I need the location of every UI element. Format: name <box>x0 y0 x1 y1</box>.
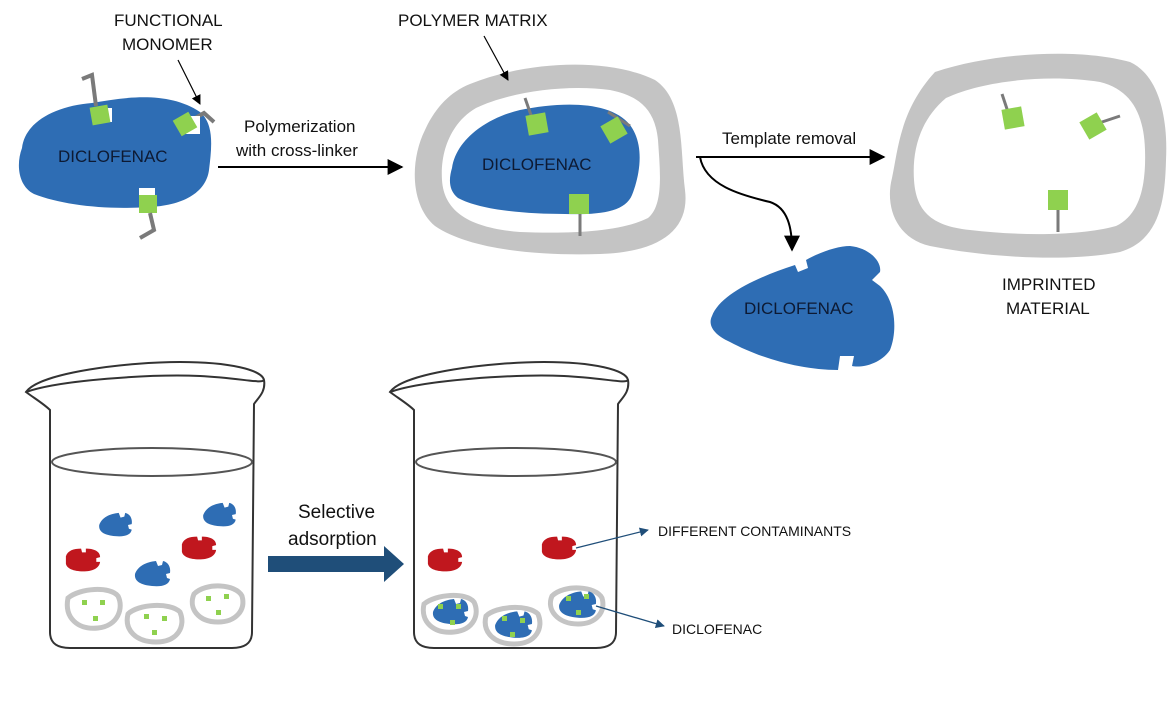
matrix-monomer-1 <box>523 97 549 136</box>
filled-imprinted-particle <box>482 605 543 647</box>
removed-template: DICLOFENAC <box>710 246 895 370</box>
beaker-after-outline <box>388 360 630 649</box>
polymerization-label-line1: Polymerization <box>244 117 356 136</box>
imprinted-label-line2: MATERIAL <box>1006 299 1090 318</box>
diclofenac-template-shape <box>18 97 212 208</box>
imprinted-site-2 <box>1079 112 1121 140</box>
template-molecule: DICLOFENAC <box>18 72 216 240</box>
beaker-before-rim <box>25 374 265 393</box>
diclofenac-molecule <box>134 561 171 587</box>
diclofenac-molecule <box>99 512 132 537</box>
diclofenac-removed-label: DICLOFENAC <box>744 299 854 318</box>
contaminant-molecule <box>181 536 217 560</box>
polymer-matrix-ring <box>414 64 686 255</box>
template-removal-label: Template removal <box>722 129 856 148</box>
polymerization-label-line2: with cross-linker <box>235 141 358 160</box>
diclofenac-removed-shape <box>710 246 895 370</box>
imprinted-particle <box>64 587 123 631</box>
filled-imprinted-particle <box>420 593 479 635</box>
imprinted-site-1 <box>1000 93 1025 130</box>
contaminant-molecule <box>65 548 101 572</box>
contaminant-molecule <box>541 536 577 560</box>
imprinted-matrix-ring <box>889 53 1167 258</box>
polymer-matrix-with-template: DICLOFENAC <box>414 64 686 255</box>
polymer-matrix-pointer <box>483 35 509 81</box>
functional-monomer-3 <box>139 188 157 240</box>
polymer-matrix-label: POLYMER MATRIX <box>398 11 548 30</box>
filled-imprinted-particle <box>548 585 606 627</box>
diclofenac-molecule <box>203 502 236 527</box>
diclofenac-callout-arrow <box>595 605 665 629</box>
selective-label-line1: Selective <box>298 502 375 523</box>
functional-monomer-pointer <box>177 59 201 105</box>
functional-monomer-label-line2: MONOMER <box>122 35 213 54</box>
different-contaminants-label: DIFFERENT CONTAMINANTS <box>658 523 851 539</box>
contaminant-molecule <box>427 548 463 572</box>
beaker-before-outline <box>24 360 266 649</box>
functional-monomer-2 <box>172 110 216 137</box>
selective-adsorption-arrow <box>268 546 404 582</box>
imprinted-site-3 <box>1048 190 1068 232</box>
functional-monomer-label-line1: FUNCTIONAL <box>114 11 223 30</box>
beaker-after-rim <box>389 374 629 393</box>
beaker-after-liquid-surface <box>415 447 617 477</box>
matrix-monomer-2 <box>600 110 631 144</box>
matrix-monomer-3 <box>569 194 589 236</box>
diclofenac-callout-label: DICLOFENAC <box>672 621 762 637</box>
beaker-before-liquid-surface <box>51 447 253 477</box>
template-release-arrow <box>699 156 800 252</box>
contaminants-callout-arrow <box>575 527 649 549</box>
functional-monomer-1 <box>81 72 112 126</box>
beaker-before <box>24 360 266 649</box>
imprinted-material <box>889 53 1167 258</box>
selective-label-line2: adsorption <box>288 529 377 550</box>
imprinted-label-line1: IMPRINTED <box>1002 275 1096 294</box>
diclofenac-in-matrix-shape <box>449 104 640 215</box>
diclofenac-template-label: DICLOFENAC <box>58 147 168 166</box>
imprinted-particle <box>124 603 185 645</box>
diclofenac-in-matrix-label: DICLOFENAC <box>482 155 592 174</box>
beaker-after <box>388 360 630 649</box>
imprinted-particle <box>189 583 246 625</box>
